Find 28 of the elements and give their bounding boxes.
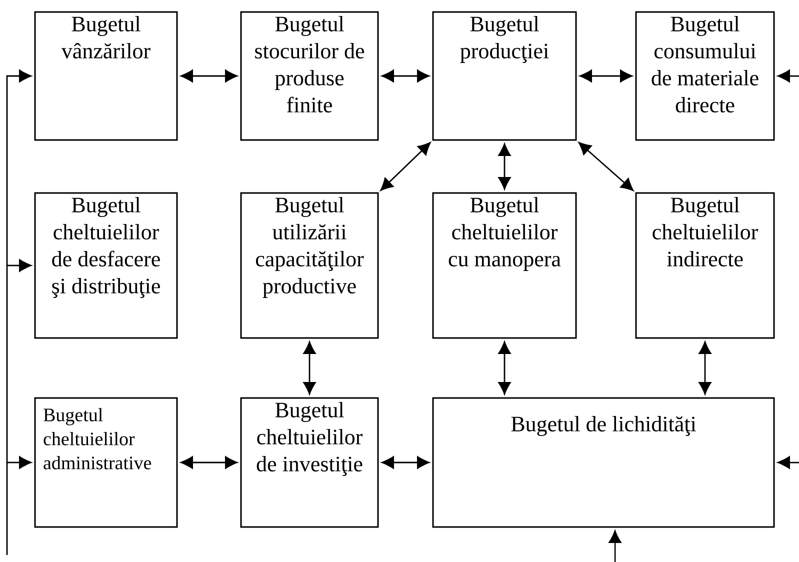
arrow <box>778 70 799 82</box>
arrow <box>382 70 430 82</box>
arrow <box>303 342 316 394</box>
arrow <box>578 142 634 191</box>
budget-box: Bugetul stocurilor de produse finite <box>240 11 379 141</box>
arrow <box>498 342 511 394</box>
arrow <box>382 456 430 469</box>
arrow <box>698 342 712 394</box>
arrow <box>580 70 632 82</box>
budget-box: Bugetul cheltuielilor indirecte <box>635 192 775 339</box>
arrow <box>7 259 32 272</box>
budget-box: Bugetul utilizării capacităţilor productive <box>240 192 379 339</box>
arrow <box>6 70 32 555</box>
arrow <box>180 456 238 469</box>
budget-box: Bugetul de lichidităţi <box>432 397 775 528</box>
arrow <box>7 456 32 469</box>
arrow <box>380 142 431 191</box>
budget-box: Bugetul producţiei <box>432 11 577 141</box>
budget-box: Bugetul vânzărilor <box>34 11 178 141</box>
budget-box: Bugetul cheltuielilor administrative <box>34 397 178 528</box>
arrow <box>180 70 238 82</box>
arrow <box>778 456 799 469</box>
budget-box: Bugetul cheltuielilor de investiţie <box>240 397 379 528</box>
budget-box: Bugetul consumului de materiale directe <box>635 11 775 141</box>
arrow <box>608 530 622 562</box>
arrow <box>498 144 511 190</box>
budget-box: Bugetul cheltuielilor de desfacere şi distribuţie <box>34 192 178 339</box>
budget-box: Bugetul cheltuielilor cu manopera <box>432 192 577 339</box>
